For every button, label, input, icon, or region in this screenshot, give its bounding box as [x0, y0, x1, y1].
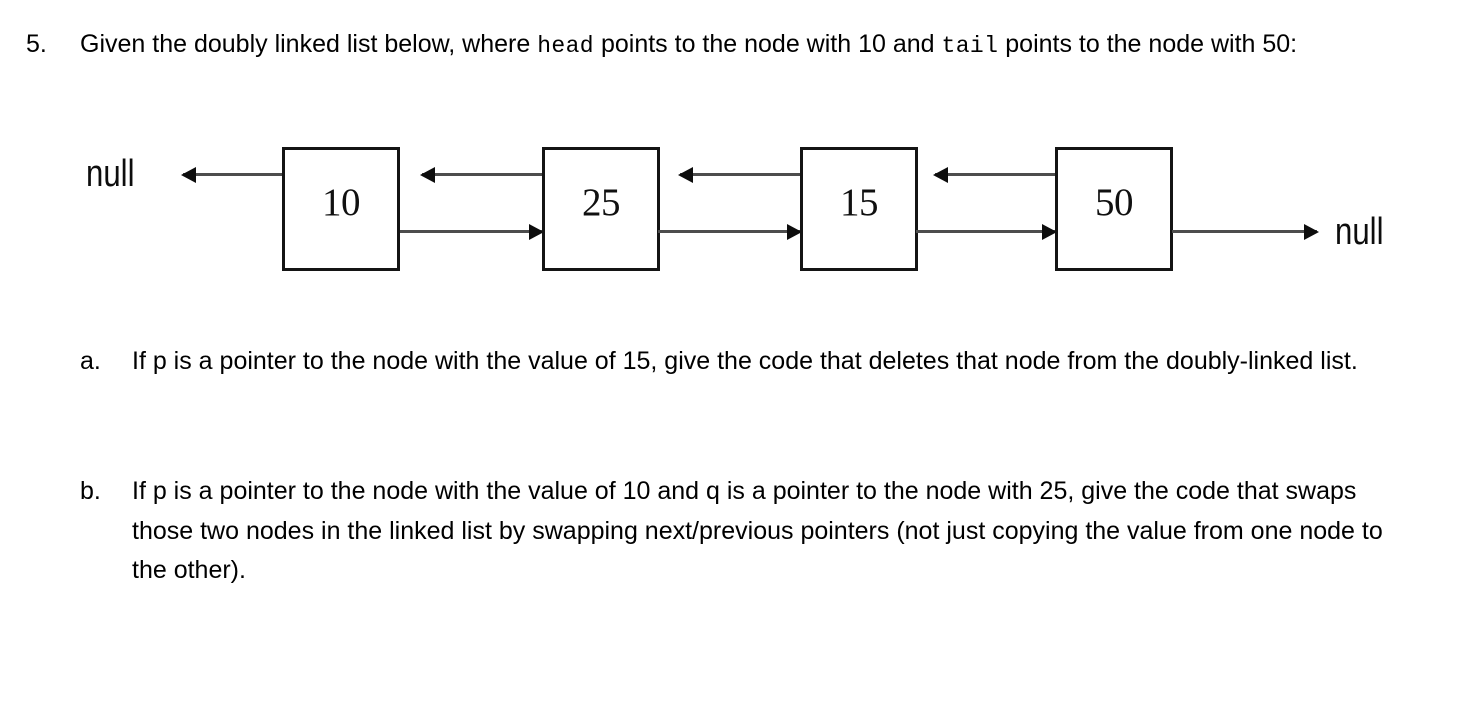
next-arrow-10-to-25: [400, 230, 542, 233]
code-head: head: [537, 33, 595, 59]
next-arrow-tail-to-null: [1172, 230, 1317, 233]
question-text: Given the doubly linked list below, wher…: [80, 25, 1370, 65]
code-tail: tail: [941, 33, 999, 59]
left-null-label: null: [86, 153, 135, 195]
subquestion-b-text: If p is a pointer to the node with the v…: [132, 477, 1383, 584]
node-box-25: 25: [542, 147, 660, 271]
question-text-part3: points to the node with 50:: [998, 30, 1298, 58]
subquestion-a-text: If p is a pointer to the node with the v…: [132, 347, 1358, 375]
prev-arrow-25-to-10: [422, 173, 542, 176]
question-text-part2: points to the node with 10 and: [594, 30, 942, 58]
subquestion-b: b. If p is a pointer to the node with th…: [80, 472, 1420, 591]
question-number: 5.: [26, 30, 47, 58]
prev-arrow-50-to-15: [935, 173, 1055, 176]
question-text-part1: Given the doubly linked list below, wher…: [80, 30, 538, 58]
node-value-50: 50: [1095, 181, 1134, 224]
node-box-10: 10: [282, 147, 400, 271]
node-box-15: 15: [800, 147, 918, 271]
prev-arrow-15-to-25: [680, 173, 800, 176]
next-arrow-15-to-50: [916, 230, 1055, 233]
node-value-15: 15: [840, 181, 879, 224]
subquestion-a: a. If p is a pointer to the node with th…: [80, 342, 1410, 382]
node-box-50: 50: [1055, 147, 1173, 271]
subquestion-b-marker: b.: [80, 477, 101, 505]
prev-arrow-head-to-null: [183, 173, 282, 176]
subquestion-a-marker: a.: [80, 347, 101, 375]
question-5: 5. Given the doubly linked list below, w…: [26, 25, 1426, 65]
next-arrow-25-to-15: [658, 230, 800, 233]
right-null-label: null: [1335, 211, 1384, 253]
node-value-25: 25: [582, 181, 621, 224]
node-value-10: 10: [322, 181, 361, 224]
doubly-linked-list-diagram: null 10 25 15 50 null: [0, 125, 1458, 300]
